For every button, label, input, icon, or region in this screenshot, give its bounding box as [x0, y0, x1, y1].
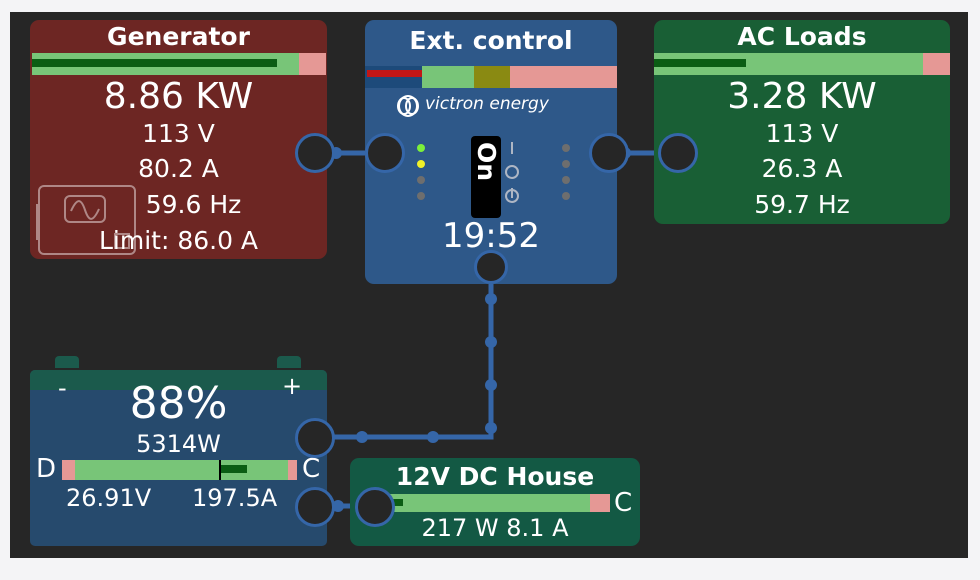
ext-control-dc-connector[interactable]: [474, 250, 508, 284]
switch-position-icon: [505, 142, 519, 203]
status-led-2: [417, 160, 425, 168]
battery-flow-bar: [62, 460, 297, 480]
ac-loads-current: 26.3 A: [761, 154, 843, 183]
generator-title: Generator: [107, 22, 250, 51]
battery-minus: -: [58, 374, 67, 402]
generator-output-connector[interactable]: [295, 133, 335, 173]
generator-frequency: 59.6 Hz: [145, 190, 242, 219]
ext-control-output-connector[interactable]: [589, 133, 629, 173]
battery-power: 5314W: [136, 430, 221, 458]
status-led-7: [562, 176, 570, 184]
generator-panel[interactable]: Generator 8.86 KW 113 V 80.2 A 59.6 Hz L…: [30, 20, 327, 259]
battery-discharge-label: D: [36, 454, 57, 484]
battery-load-connector[interactable]: [295, 487, 335, 527]
ac-loads-input-connector[interactable]: [658, 133, 698, 173]
mode-switch[interactable]: On: [471, 136, 501, 218]
generator-power: 8.86 KW: [103, 76, 254, 117]
status-led-4: [417, 192, 425, 200]
ac-loads-panel[interactable]: AC Loads 3.28 KW 113 V 26.3 A 59.7 Hz: [654, 20, 950, 224]
dc-house-readout: 217 W 8.1 A: [421, 514, 569, 542]
ext-control-panel[interactable]: Ext. control victron energy On: [365, 20, 617, 284]
dc-house-charge-label: C: [614, 488, 633, 518]
generator-load-fill: [32, 59, 277, 67]
status-led-3: [417, 176, 425, 184]
dashboard-screen: Generator 8.86 KW 113 V 80.2 A 59.6 Hz L…: [10, 12, 968, 558]
ac-loads-title: AC Loads: [737, 22, 867, 51]
dc-house-title: 12V DC House: [395, 462, 595, 491]
ext-control-input-connector[interactable]: [365, 133, 405, 173]
mode-switch-state: On: [472, 142, 501, 182]
ac-loads-load-bar: [654, 53, 950, 75]
sine-wave-icon: [36, 185, 136, 255]
victron-logo-icon: [393, 92, 421, 120]
battery-top-band: [30, 370, 327, 390]
ext-control-time: 19:52: [442, 216, 540, 256]
status-led-8: [562, 192, 570, 200]
ac-loads-frequency: 59.7 Hz: [754, 190, 850, 219]
ext-control-bar: [365, 66, 617, 88]
battery-soc: 88%: [129, 378, 228, 429]
ac-loads-power: 3.28 KW: [727, 76, 877, 117]
dc-house-load-bar: [384, 494, 610, 512]
dc-house-panel[interactable]: 12V DC House C 217 W 8.1 A: [350, 458, 640, 546]
dc-house-input-connector[interactable]: [355, 487, 395, 527]
battery-charge-label: C: [302, 454, 321, 484]
battery-plus: +: [282, 372, 303, 400]
ext-control-title: Ext. control: [409, 26, 573, 55]
battery-dc-connector[interactable]: [295, 418, 335, 458]
generator-voltage: 113 V: [142, 119, 215, 148]
ac-loads-load-fill: [654, 59, 746, 67]
generator-current: 80.2 A: [138, 154, 219, 183]
status-led-1: [417, 144, 425, 152]
battery-terminal-plus: [277, 356, 301, 368]
battery-flow-fill: [221, 465, 247, 473]
battery-current: 197.5A: [192, 484, 278, 512]
victron-brand: victron energy: [425, 94, 549, 114]
battery-voltage: 26.91V: [66, 484, 152, 512]
ac-loads-voltage: 113 V: [765, 119, 839, 148]
status-led-6: [562, 160, 570, 168]
status-led-5: [562, 144, 570, 152]
battery-panel[interactable]: - + 88% 5314W D C 26.91V 197.5A: [30, 370, 327, 546]
generator-load-bar: [32, 53, 326, 75]
battery-terminal-minus: [55, 356, 79, 368]
generator-limit: Limit: 86.0 A: [98, 226, 259, 255]
